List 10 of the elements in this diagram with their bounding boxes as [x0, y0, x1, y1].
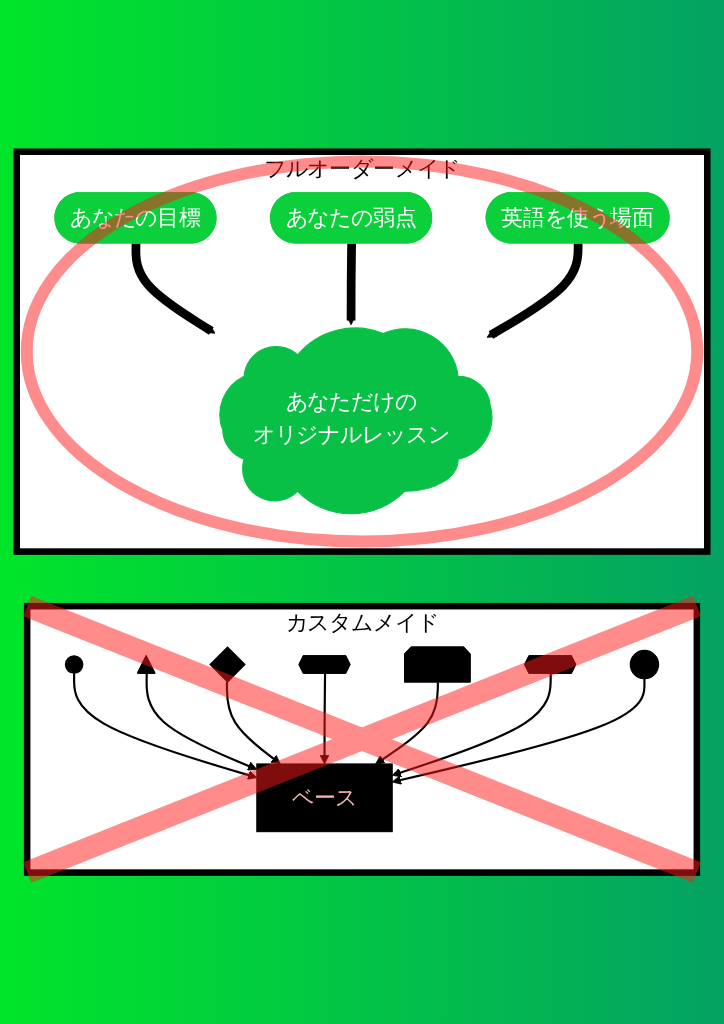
arrow	[131, 243, 216, 335]
node-diamond	[209, 646, 246, 683]
arrow	[375, 682, 439, 765]
arrow	[225, 681, 281, 765]
arrow	[486, 243, 583, 339]
node-heart	[629, 649, 660, 680]
arrow	[319, 673, 330, 765]
node-circle	[64, 655, 84, 674]
arrow	[346, 243, 356, 326]
node-box: ベース	[256, 763, 393, 833]
